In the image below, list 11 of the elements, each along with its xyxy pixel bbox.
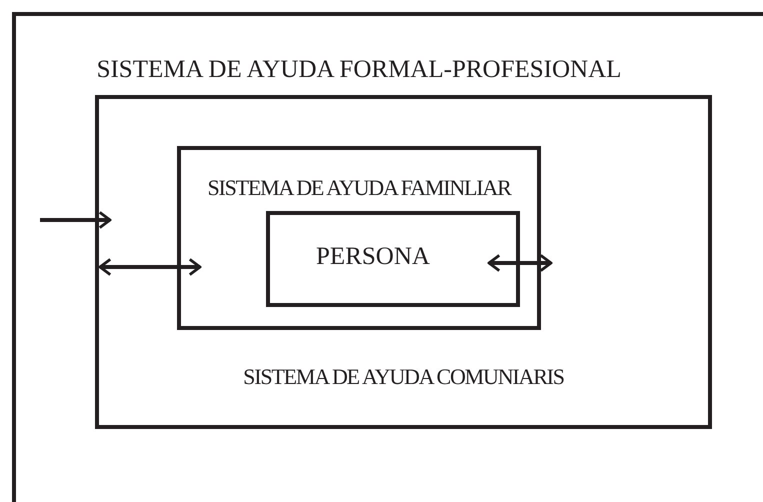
system-box: [266, 211, 520, 307]
system-label: PERSONA: [315, 243, 431, 271]
arrow: [98, 258, 202, 276]
system-label: SISTEMA DE AYUDA FAMINLIAR: [206, 175, 512, 201]
arrow: [488, 254, 552, 272]
outer-system-frame: [12, 12, 763, 502]
system-label: SISTEMA DE AYUDA FORMAL-PROFESIONAL: [96, 56, 622, 84]
system-label: SISTEMA DE AYUDA COMUNIARIS: [242, 364, 565, 390]
system-box: [177, 146, 541, 330]
system-box: [95, 95, 712, 429]
arrow: [40, 210, 112, 230]
